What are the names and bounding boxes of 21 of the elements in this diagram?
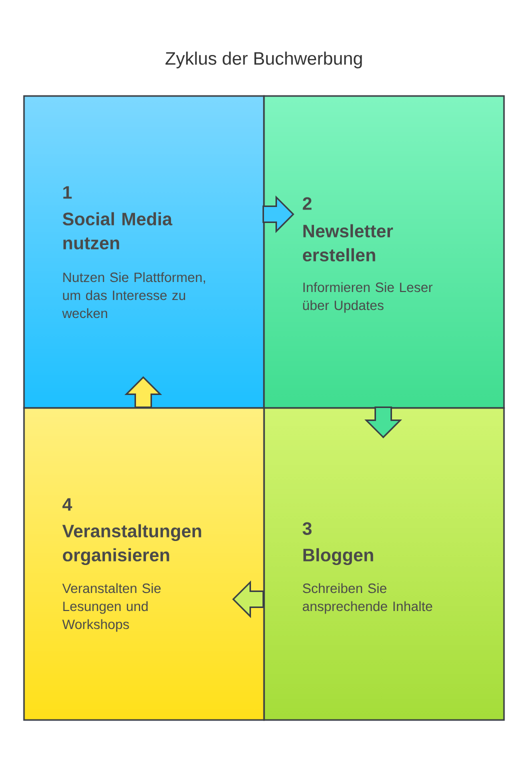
step-description: Schreiben Sie ansprechende Inhalte [302,583,432,614]
block-arrow [262,195,294,234]
quadrant-panel [23,95,265,409]
step-number: 2 [302,197,312,210]
step-description: Nutzen Sie Plattformen, um das Interesse zu wecken [62,272,206,318]
step-number: 4 [62,498,72,511]
step-heading: Newsletter erstellen [302,224,393,262]
title: Zyklus der Buchwerbung [166,52,362,68]
step-description: Veranstalten Sie Lesungen und Workshops [62,583,161,632]
step-heading: Veranstaltungen organisieren [62,524,202,566]
block-arrow [232,580,264,618]
quadrant-panel [263,407,505,721]
quadrant-panel [263,95,505,409]
block-arrow [124,376,162,408]
step-number: 3 [302,522,312,535]
step-number: 1 [63,186,72,199]
block-arrow [364,406,402,438]
step-heading: Social Media nutzen [62,212,172,250]
step-description: Informieren Sie Leser über Updates [303,282,432,313]
step-heading: Bloggen [303,548,374,566]
quadrant-panel [23,407,265,721]
